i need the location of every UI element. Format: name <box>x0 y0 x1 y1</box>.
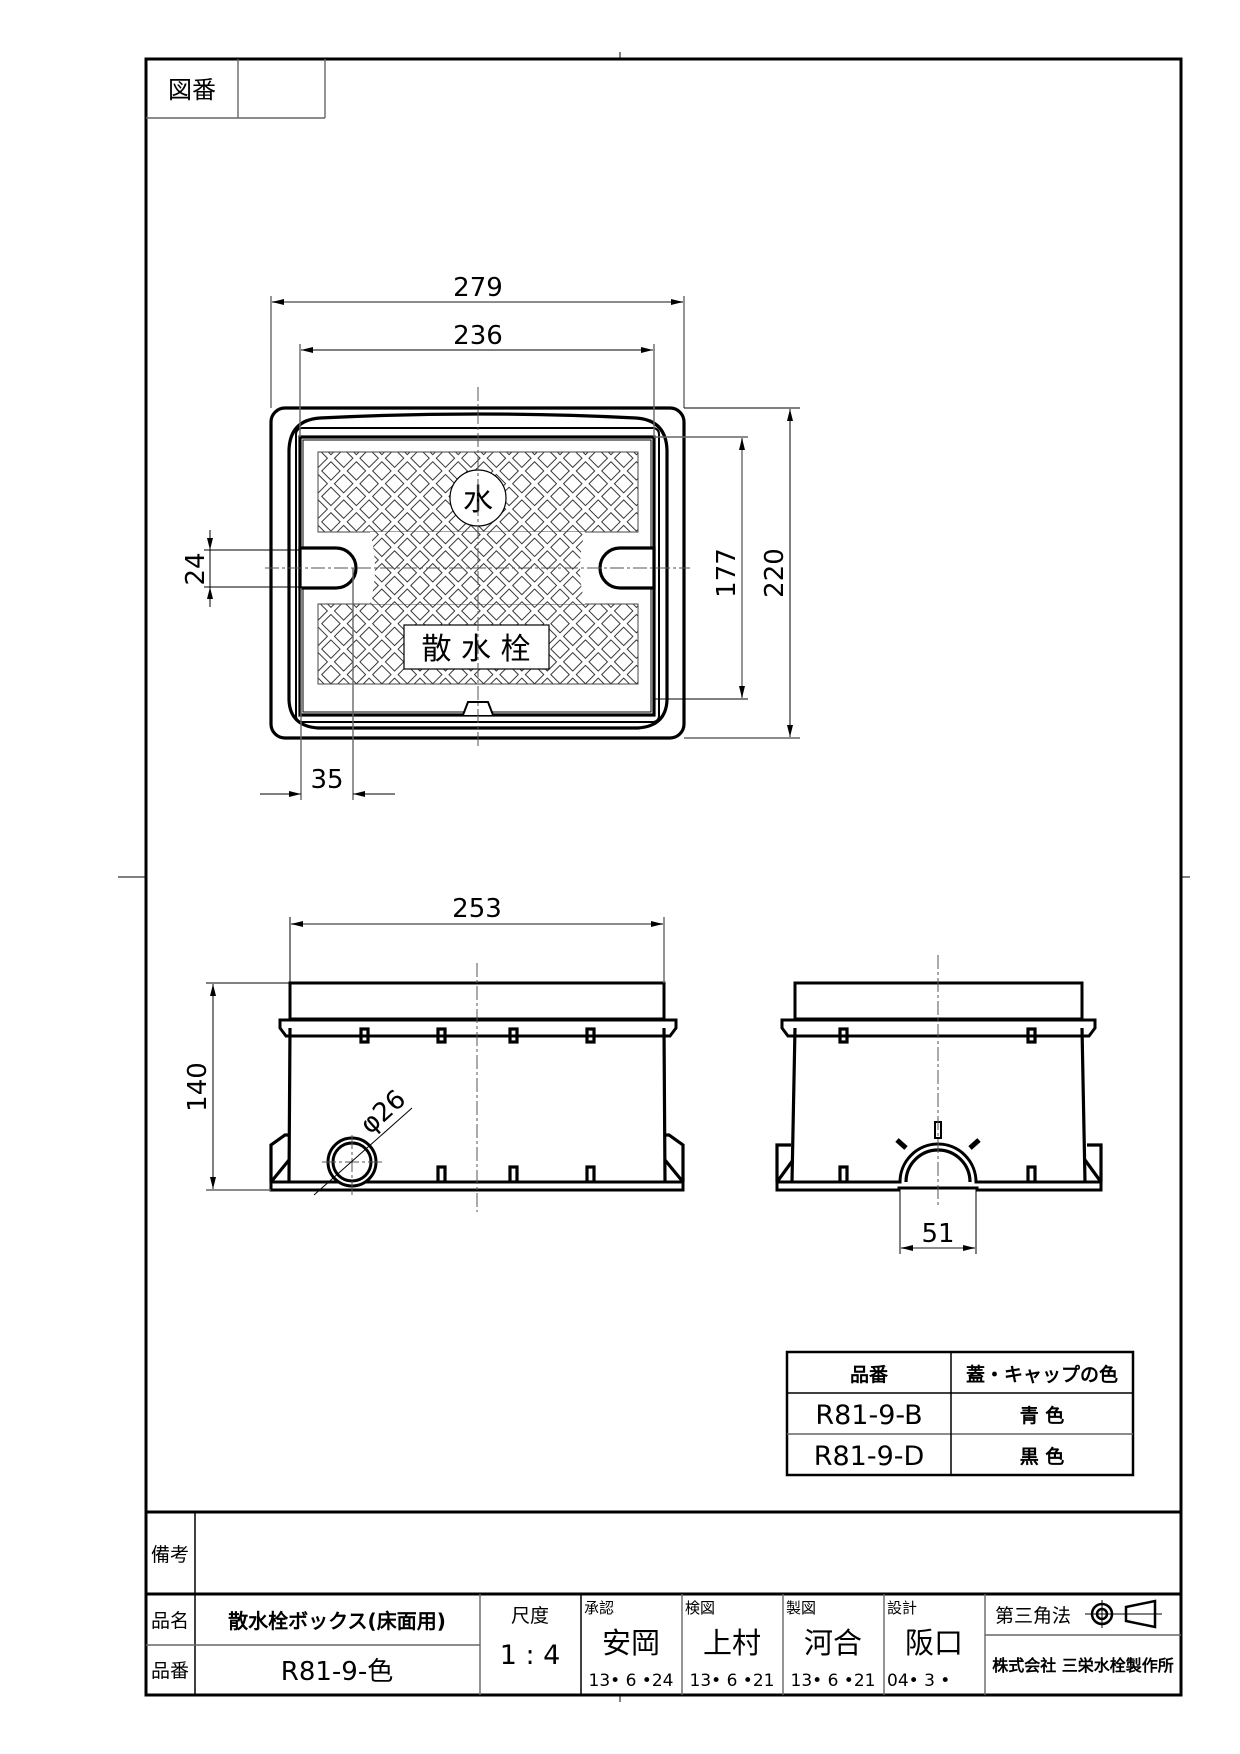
svg-text:上村: 上村 <box>703 1626 761 1660</box>
remarks-label: 備考 <box>151 1544 189 1566</box>
table-cell-part-number: R81-9-D <box>814 1441 925 1472</box>
svg-text:安岡: 安岡 <box>602 1626 660 1660</box>
svg-text:検図: 検図 <box>685 1599 715 1617</box>
dim-hole-diameter: φ26 <box>355 1084 412 1140</box>
third-angle-projection-icon <box>1085 1599 1162 1629</box>
top-view: 水 散 水 栓 279 236 220 177 <box>181 273 800 800</box>
signature-checked: 検図 上村 13• 6 •21 <box>685 1599 774 1691</box>
scale-value: 1 : 4 <box>500 1640 561 1671</box>
signature-designed: 設計 阪口 04• 3 • <box>887 1599 963 1691</box>
dim-outer-depth: 220 <box>760 548 790 598</box>
part-number-label: 品番 <box>151 1660 189 1682</box>
front-view: 253 140 φ26 <box>183 894 685 1212</box>
sheet-frame <box>118 52 1190 1702</box>
part-number: R81-9-色 <box>281 1657 393 1687</box>
lid-label: 散 水 栓 <box>421 632 530 667</box>
dim-front-height: 140 <box>183 1062 213 1112</box>
signature-approved: 承認 安岡 13• 6 •24 <box>584 1599 673 1691</box>
svg-text:設計: 設計 <box>887 1599 917 1617</box>
signature-drafted: 製図 河合 13• 6 •21 <box>786 1599 875 1691</box>
title-block: 備考 品名 品番 散水栓ボックス(床面用) R81-9-色 尺度 1 : 4 承… <box>146 1510 1181 1695</box>
drawing-number-box: 図番 <box>146 59 326 119</box>
svg-text:阪口: 阪口 <box>905 1626 963 1660</box>
table-cell-color: 黒 色 <box>1020 1445 1065 1468</box>
svg-text:製図: 製図 <box>786 1599 816 1617</box>
svg-text:承認: 承認 <box>584 1599 614 1617</box>
dim-cutout-width: 51 <box>921 1219 954 1249</box>
svg-text:13• 6 •24: 13• 6 •24 <box>589 1671 674 1691</box>
svg-text:河合: 河合 <box>804 1626 862 1660</box>
svg-text:04• 3 •: 04• 3 • <box>887 1671 950 1691</box>
table-cell-color: 青 色 <box>1020 1404 1065 1427</box>
projection-method: 第三角法 <box>995 1605 1071 1627</box>
scale-label: 尺度 <box>511 1605 549 1627</box>
dim-inner-depth: 177 <box>712 548 742 598</box>
company-name: 株式会社 三栄水栓製作所 <box>992 1656 1174 1675</box>
dim-handle-height: 24 <box>181 552 211 585</box>
table-header-color: 蓋・キャップの色 <box>966 1363 1118 1386</box>
product-name-label: 品名 <box>151 1610 189 1632</box>
dim-inner-width: 236 <box>453 321 503 351</box>
product-name: 散水栓ボックス(床面用) <box>228 1609 446 1633</box>
dim-handle-offset: 35 <box>310 765 343 795</box>
drawing-number-label: 図番 <box>168 76 216 104</box>
dim-outer-width: 279 <box>453 273 503 303</box>
svg-text:13• 6 •21: 13• 6 •21 <box>791 1671 876 1691</box>
table-header-part-number: 品番 <box>850 1364 889 1386</box>
table-cell-part-number: R81-9-B <box>815 1400 922 1431</box>
side-view: 51 <box>775 955 1103 1254</box>
dim-front-width: 253 <box>452 894 502 924</box>
color-table: 品番 蓋・キャップの色 R81-9-B 青 色 R81-9-D 黒 色 <box>785 1350 1135 1477</box>
svg-text:13• 6 •21: 13• 6 •21 <box>690 1671 775 1691</box>
